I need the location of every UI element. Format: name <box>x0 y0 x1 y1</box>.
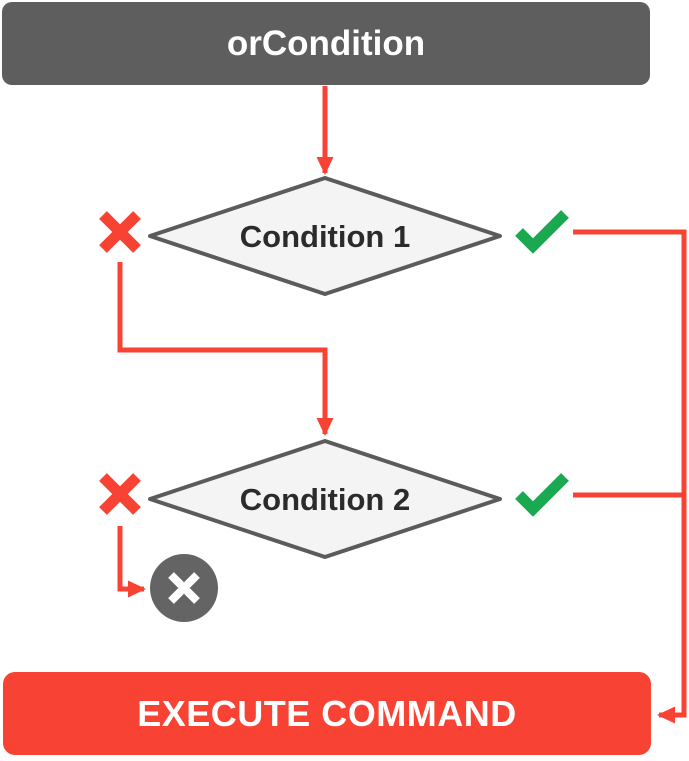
execute-command-node: EXECUTE COMMAND <box>3 672 651 755</box>
orcondition-node: orCondition <box>2 2 650 85</box>
condition1-diamond <box>148 176 502 296</box>
arrow-condition1-pass-to-execute <box>573 229 687 724</box>
arrow-condition1-fail-to-condition2 <box>117 262 334 436</box>
condition2-diamond <box>148 439 502 559</box>
x-icon <box>99 211 141 253</box>
condition1-label: Condition 1 <box>239 219 411 254</box>
arrow-condition2-fail-to-terminal <box>117 526 146 598</box>
check-icon <box>515 473 569 517</box>
check-icon <box>515 210 569 254</box>
x-circle-icon <box>150 554 218 622</box>
terminal-x-glyph <box>168 572 200 604</box>
condition2-label: Condition 2 <box>239 482 411 517</box>
x-icon <box>99 473 141 515</box>
